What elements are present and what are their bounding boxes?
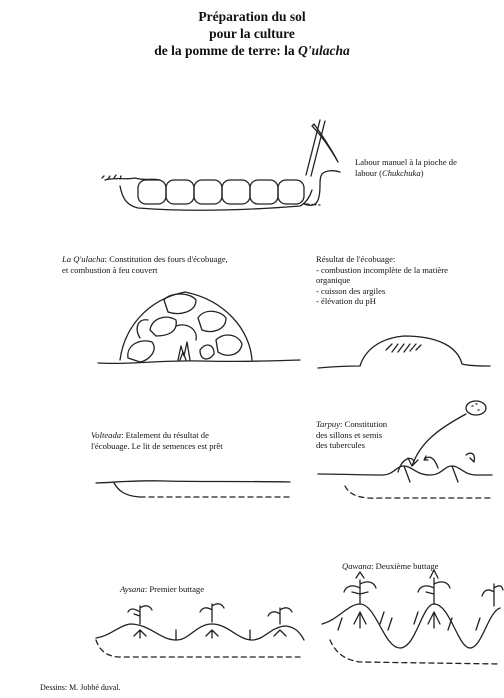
drawing-credit: Dessins: M. Jobbé duval. (40, 683, 121, 692)
caption-qawana: Qawana: Deuxième buttage (342, 561, 438, 572)
caption-resultat: Résultat de l'écobuage: - combustion inc… (316, 254, 448, 307)
caption-tarpuy-line-2: des sillons et semis (316, 430, 387, 441)
qulacha-drawing (98, 292, 300, 363)
caption-volteada-line-1: Volteada: Etalement du résultat de (91, 430, 223, 441)
caption-tarpuy-line-3: des tubercules (316, 440, 387, 451)
caption-volteada-line-2: l'écobuage. Le lit de semences est prêt (91, 441, 223, 452)
caption-volteada: Volteada: Etalement du résultat de l'éco… (91, 430, 223, 451)
volteada-drawing (96, 481, 292, 497)
caption-qulacha-line-2: et combustion à feu couvert (62, 265, 228, 276)
caption-qulacha: La Q'ulacha: Constitution des fours d'éc… (62, 254, 228, 275)
caption-resultat-line-5: - élévation du pH (316, 296, 448, 307)
caption-resultat-line-3: organique (316, 275, 448, 286)
caption-qulacha-line-1: La Q'ulacha: Constitution des fours d'éc… (62, 254, 228, 265)
caption-resultat-line-1: Résultat de l'écobuage: (316, 254, 448, 265)
aysana-drawing (96, 604, 304, 657)
caption-resultat-line-4: - cuisson des argiles (316, 286, 448, 297)
caption-tarpuy-line-1: Tarpuy: Constitution (316, 419, 387, 430)
resultat-drawing (318, 336, 490, 368)
qawana-drawing (322, 570, 503, 664)
labour-drawing (102, 120, 340, 210)
caption-tarpuy: Tarpuy: Constitution des sillons et semi… (316, 419, 387, 451)
caption-labour-line-1: Labour manuel à la pioche de (355, 157, 457, 168)
caption-labour-line-2: labour (Chukchuka) (355, 168, 457, 179)
caption-resultat-line-2: - combustion incomplète de la matière (316, 265, 448, 276)
caption-labour: Labour manuel à la pioche de labour (Chu… (355, 157, 457, 178)
caption-aysana: Aysana: Premier buttage (120, 584, 204, 595)
